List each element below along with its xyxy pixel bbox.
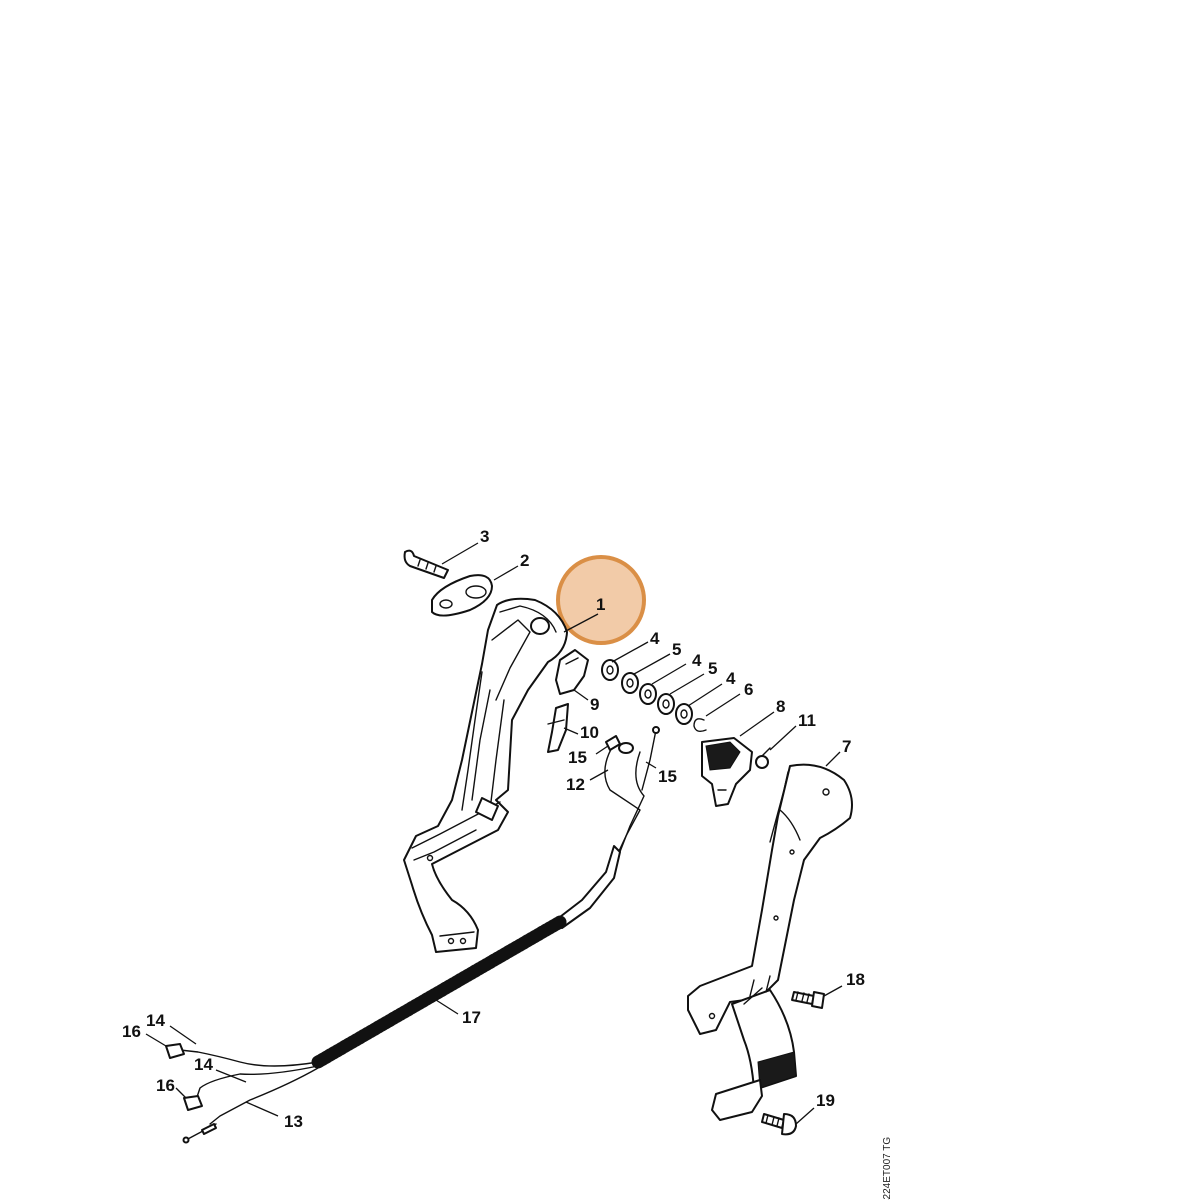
part-11-spring[interactable] [755,747,771,769]
part-17-cable-sleeve[interactable] [311,845,621,1069]
callout-10[interactable]: 10 [580,723,599,742]
part-6-circlip[interactable] [693,718,707,733]
callout-19[interactable]: 19 [816,1091,835,1110]
part-5-washer-b[interactable] [657,693,675,715]
callout-4b[interactable]: 4 [692,651,702,670]
part-16-terminals[interactable] [165,1043,203,1111]
callout-16b[interactable]: 16 [156,1076,175,1095]
callout-11[interactable]: 11 [798,711,816,730]
callout-15b[interactable]: 15 [658,767,677,786]
callout-4c[interactable]: 4 [726,669,736,688]
callout-3[interactable]: 3 [480,527,489,546]
callout-18[interactable]: 18 [846,970,865,989]
part-3-bolt[interactable] [403,549,449,579]
part-15-terminals[interactable] [605,726,660,754]
part-19-screw[interactable] [761,1113,797,1136]
part-4-washer-b[interactable] [639,683,657,705]
callout-17[interactable]: 17 [462,1008,481,1027]
part-1-highlight[interactable] [556,555,646,645]
part-18-screw[interactable] [791,991,825,1009]
callout-15a[interactable]: 15 [568,748,587,767]
part-1-handle-housing[interactable] [403,597,568,953]
part-4-washer-c[interactable] [675,703,693,725]
callout-labels: 1 2 3 4 5 4 5 4 6 7 8 9 10 11 12 13 14 1… [122,527,865,1131]
part-7-handle-cover[interactable] [687,763,853,1121]
part-13-wire[interactable] [182,1123,217,1144]
leader-lines [145,542,843,1125]
part-14-wires[interactable] [179,1049,319,1125]
callout-1[interactable]: 1 [596,595,605,614]
callout-5b[interactable]: 5 [708,659,717,678]
callout-2[interactable]: 2 [520,551,529,570]
callout-16a[interactable]: 16 [122,1022,141,1041]
callout-12[interactable]: 12 [566,775,585,794]
part-2-spacer[interactable] [431,574,493,617]
callout-7[interactable]: 7 [842,737,851,756]
washer-stack [601,659,693,725]
part-9-trigger-lock[interactable] [555,649,589,695]
callout-8[interactable]: 8 [776,697,785,716]
reference-code: 4224ET007 TG [882,1137,893,1200]
part-8-switch[interactable] [701,737,753,807]
callout-14b[interactable]: 14 [194,1055,213,1074]
callout-5a[interactable]: 5 [672,640,681,659]
part-12-contact-wires[interactable] [595,729,657,891]
callout-6[interactable]: 6 [744,680,753,699]
part-10-clip[interactable] [547,703,569,753]
callout-9[interactable]: 9 [590,695,599,714]
callout-4a[interactable]: 4 [650,629,660,648]
callout-13[interactable]: 13 [284,1112,303,1131]
part-5-washer-a[interactable] [621,672,639,694]
callout-14a[interactable]: 14 [146,1011,165,1030]
part-4-washer-a[interactable] [601,659,619,681]
